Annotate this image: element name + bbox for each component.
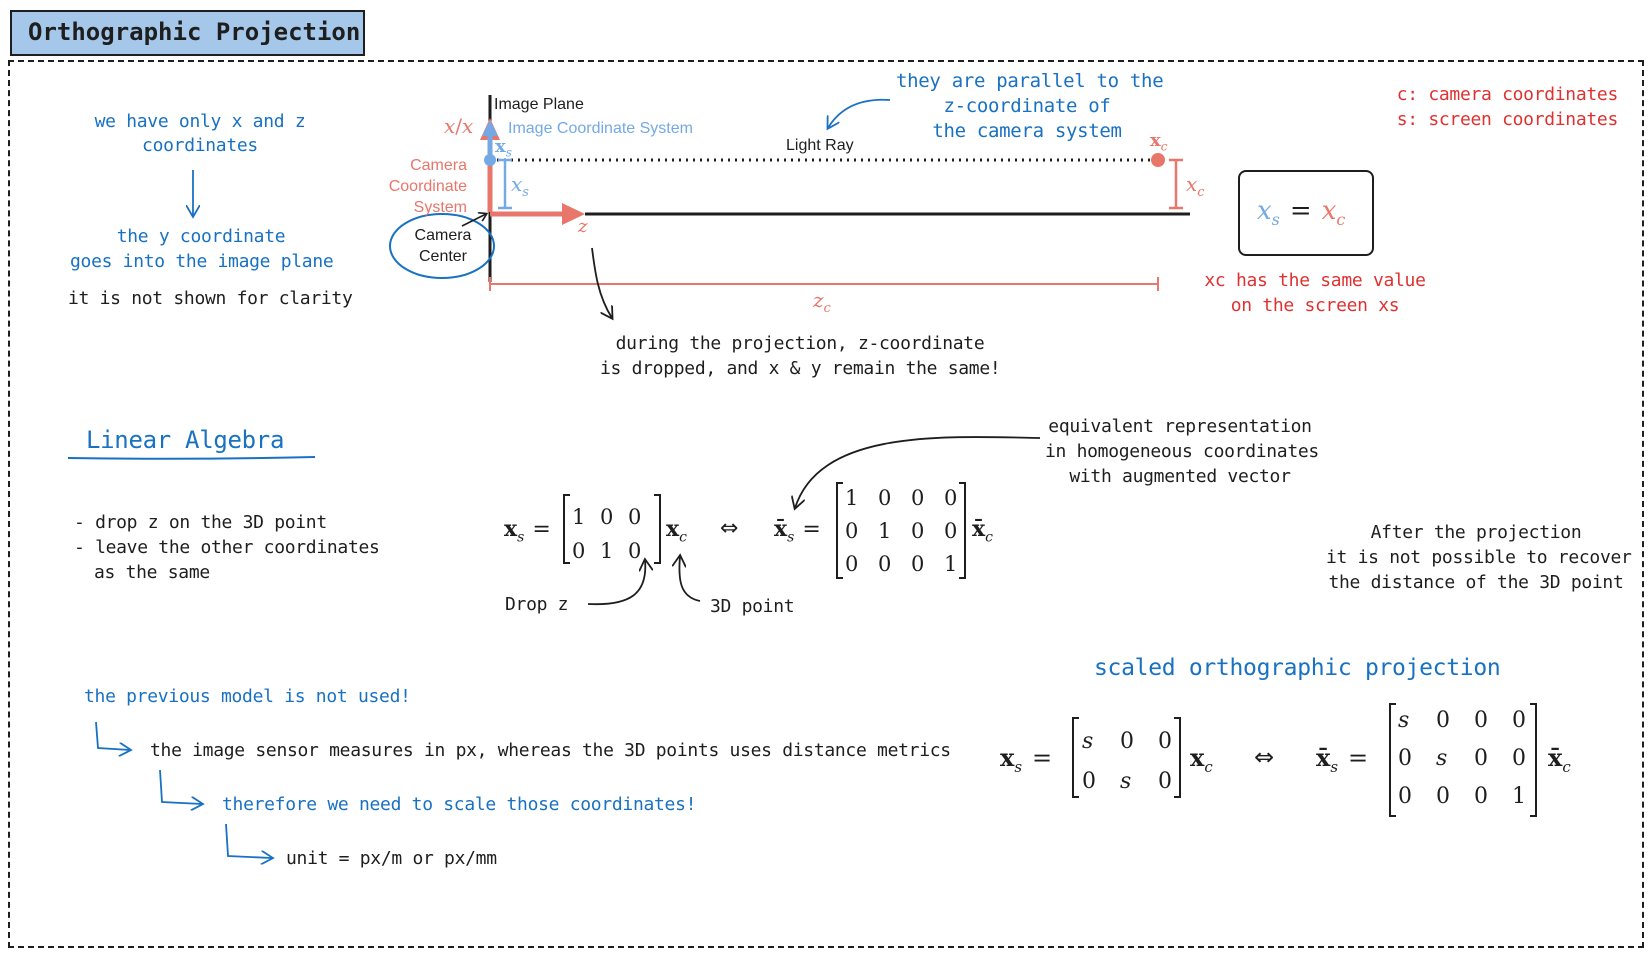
camera-coordinate-system-label: Camera Coordinate System (388, 157, 467, 216)
equality-box (1238, 170, 1374, 256)
image-axis-arrowhead (482, 120, 498, 136)
eq2-rhs: x̄c (972, 516, 993, 546)
iff-symbol-1: ⇔ (720, 516, 739, 541)
page-title: Orthographic Projection (28, 18, 361, 46)
scaled-projection-heading: scaled orthographic projection (1094, 655, 1501, 681)
light-ray-label: Light Ray (786, 137, 854, 154)
xc-distance-label: xc (1186, 172, 1205, 200)
equality-formula: xs=xc (1257, 196, 1346, 230)
drop-z-label: Drop z (505, 594, 569, 615)
camera-center-ellipse (389, 213, 495, 279)
previous-model-note: the previous model is not used! (84, 686, 411, 707)
content-frame (8, 60, 1644, 948)
xs-distance-label: xs (511, 172, 529, 200)
equivalent-arrow (795, 436, 1041, 508)
eq1-rhs: xc (666, 516, 687, 546)
eq4-lhs: x̄s= (1316, 743, 1369, 776)
matrix-brackets (563, 482, 1537, 817)
parallel-arrow (828, 98, 891, 128)
xs-point (484, 154, 496, 166)
eq1-lhs: xs= (504, 516, 551, 546)
xc-point-label: xc (1150, 130, 1168, 154)
zc-label: zc (813, 288, 831, 316)
sensor-note: the image sensor measures in px, whereas… (150, 740, 951, 761)
unit-note: unit = px/m or px/mm (286, 848, 497, 869)
xc-point (1151, 153, 1165, 167)
hook-arrow-1 (95, 721, 130, 750)
3d-point-arrow (679, 556, 701, 602)
dropped-arrow (591, 247, 612, 318)
linear-algebra-list: - drop z on the 3D point - leave the oth… (74, 512, 380, 583)
x-axis-label: x/x (444, 114, 474, 138)
3d-point-label: 3D point (710, 596, 795, 617)
eq2-lhs: x̄s= (774, 516, 821, 546)
xs-point-label: xs (495, 136, 512, 160)
scale-needed-note: therefore we need to scale those coordin… (222, 794, 697, 815)
clarity-note: it is not shown for clarity (68, 288, 353, 309)
hook-arrow-2 (159, 769, 202, 804)
image-coordinate-system-label: Image Coordinate System (508, 120, 693, 137)
z-axis-label: z (578, 216, 588, 237)
eq4-rhs: x̄c (1548, 743, 1571, 776)
eq3-rhs: xc (1190, 743, 1213, 776)
camera-center-label: Camera Center (414, 227, 472, 265)
linear-algebra-heading: Linear Algebra (86, 426, 285, 454)
linear-algebra-underline (67, 456, 316, 460)
eq3-lhs: xs= (1000, 743, 1053, 776)
title-box (10, 10, 365, 56)
iff-symbol-2: ⇔ (1254, 743, 1275, 771)
drop-z-arrow (587, 560, 645, 606)
z-axis-arrowhead (562, 203, 585, 225)
hook-arrow-3 (225, 823, 272, 858)
image-plane-label: Image Plane (494, 96, 584, 113)
